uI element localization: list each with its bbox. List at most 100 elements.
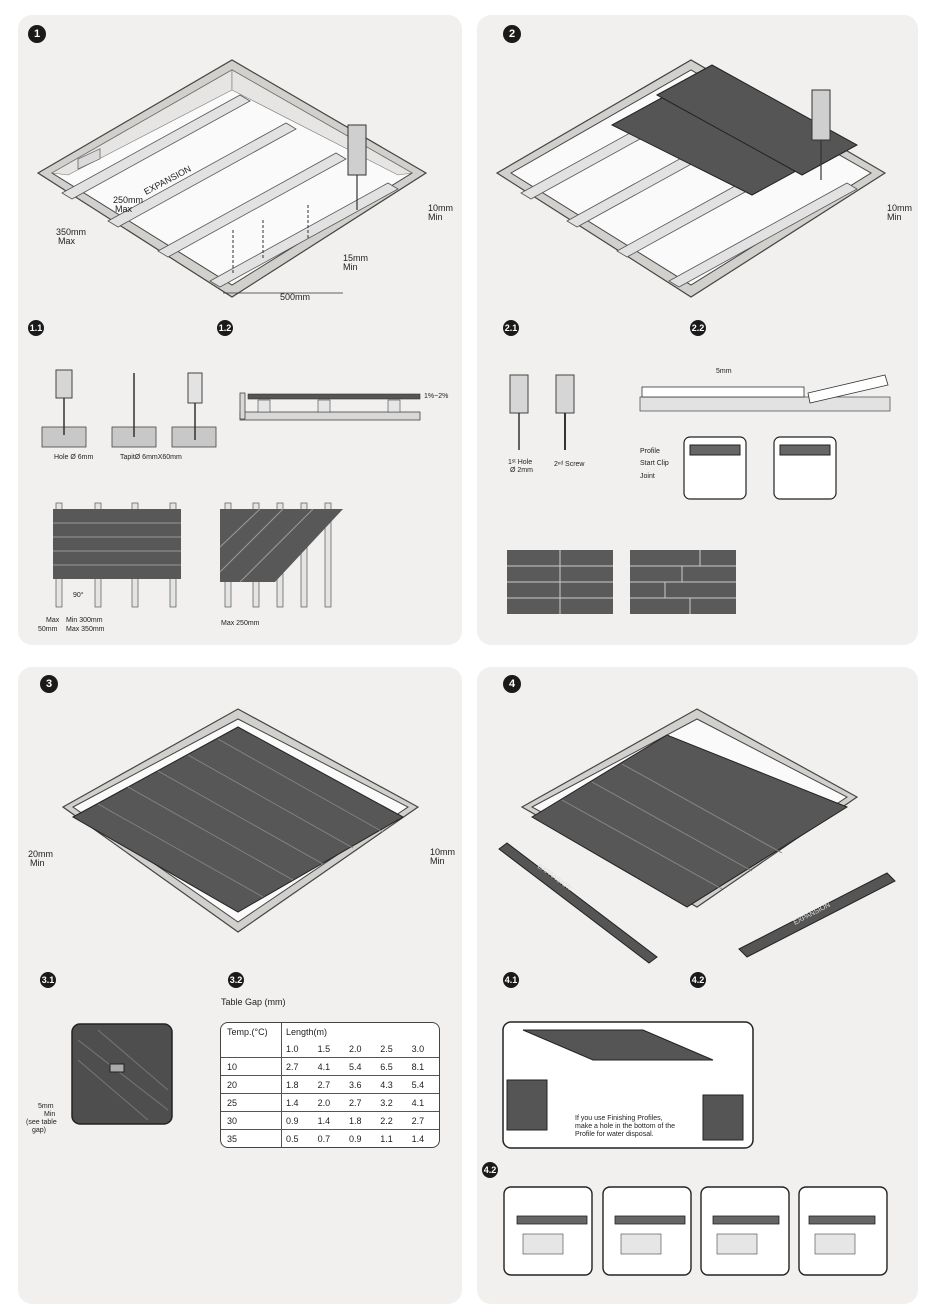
length-col: 2.5 (380, 1043, 393, 1054)
label-second-screw: 2ⁿᵈ Screw (554, 461, 585, 468)
step-badge-3: 3 (40, 675, 58, 693)
label-10mm-2: 10mm (887, 203, 912, 213)
step21-diagram: 1ˢᵗ Hole Ø 2mm 2ⁿᵈ Screw (508, 374, 585, 474)
length-col: 3.0 (411, 1043, 425, 1054)
table-cell: 1.4 (281, 1093, 314, 1112)
step-badge-2-2: 2.2 (690, 320, 706, 336)
step41-diagram: If you use Finishing Profiles, make a ho… (502, 1021, 754, 1149)
label-hole-2mm: Ø 2mm (510, 467, 533, 474)
table-cell: 2.7 (407, 1111, 439, 1130)
length-col: 2.0 (348, 1043, 362, 1054)
step1-diagram: 250mm Max EXPANSION 350mm Max 10mm Min 1… (36, 59, 453, 302)
table-cell: 1.1 (376, 1129, 408, 1147)
step2-diagram: 10mm Min (495, 59, 912, 298)
step12-diagram: 1%~2% (239, 392, 448, 421)
label-max250: Max 250mm (221, 620, 260, 627)
step-badge-2: 2 (503, 25, 521, 43)
label-10mm: 10mm (428, 203, 453, 213)
table-cell: 1.8 (344, 1111, 377, 1130)
label-max350: Max 350mm (66, 626, 105, 633)
label-start-clip: Start Clip (640, 460, 669, 467)
label-joint: Joint (640, 473, 655, 480)
step-badge-2-1: 2.1 (503, 320, 519, 336)
table-cell: 6.5 (376, 1057, 408, 1076)
label-350mm-max: Max (58, 236, 76, 246)
label-gap: gap) (32, 1127, 46, 1134)
table-cell: 2.2 (376, 1111, 408, 1130)
table-cell: 4.1 (407, 1093, 439, 1112)
label-profile: Profile (640, 448, 660, 455)
row-temp: 25 (221, 1093, 282, 1112)
label-min300: Min 300mm (66, 617, 103, 624)
step-badge-4-1: 4.1 (503, 972, 519, 988)
label-slope: 1%~2% (424, 393, 448, 400)
table-cell: 1.4 (313, 1111, 345, 1130)
step42-diagram (503, 1186, 888, 1276)
table-cell: 2.7 (344, 1093, 377, 1112)
table-cell: 8.1 (407, 1057, 439, 1076)
table-cell: 0.7 (313, 1129, 345, 1147)
label-20mm-min: Min (30, 858, 45, 868)
length-col: 1.5 (317, 1043, 331, 1054)
label-hole-6mm: Hole Ø 6mm (54, 454, 93, 461)
label-see-table: (see table (26, 1119, 57, 1126)
label-5mm-3: 5mm (38, 1103, 54, 1110)
layout-diagonal: Max 250mm (219, 502, 343, 627)
label-max50: Max (46, 617, 60, 624)
step11-diagram: Hole Ø 6mm TapitØ 6mmX60mm (41, 369, 217, 461)
table-row: 30 0.9 1.4 1.8 2.2 2.7 (221, 1111, 439, 1130)
row-temp: 30 (221, 1111, 282, 1130)
step22-diagram: 5mm Profile Start Clip Joint (639, 368, 891, 500)
table-cell: 3.6 (344, 1075, 377, 1094)
label-20mm: 20mm (28, 849, 53, 859)
step-badge-1: 1 (28, 25, 46, 43)
row-temp: 35 (221, 1129, 282, 1147)
label-max50-value: 50mm (38, 626, 58, 633)
step-badge-4: 4 (503, 675, 521, 693)
label-10mm-3: 10mm (430, 847, 455, 857)
step3-diagram: 20mm Min 10mm Min (28, 708, 455, 933)
label-5mm: 5mm (716, 368, 732, 375)
table-row: 35 0.5 0.7 0.9 1.1 1.4 (221, 1129, 439, 1147)
step-badge-1-1: 1.1 (28, 320, 44, 336)
table-cell: 2.7 (281, 1057, 314, 1076)
table-cell: 3.2 (376, 1093, 408, 1112)
step-badge-1-2: 1.2 (217, 320, 233, 336)
step-badge-4-2: 4.2 (690, 972, 706, 988)
label-angle-90: 90° (73, 591, 84, 599)
label-first-hole: 1ˢᵗ Hole (508, 459, 532, 466)
table-title: Table Gap (mm) (221, 997, 286, 1007)
label-10mm-min: Min (428, 212, 443, 222)
row-temp: 10 (221, 1057, 282, 1076)
table-cell: 4.1 (313, 1057, 345, 1076)
length-col: 1.0 (286, 1043, 299, 1054)
label-500mm: 500mm (280, 292, 310, 302)
board-pattern-staggered (630, 550, 736, 614)
label-5mm-min: Min (44, 1111, 55, 1118)
table-cell: 1.4 (407, 1129, 439, 1147)
step-badge-3-2: 3.2 (228, 972, 244, 988)
table-row: 20 1.8 2.7 3.6 4.3 5.4 (221, 1075, 439, 1094)
step-badge-4-2b: 4.2 (482, 1162, 498, 1178)
table-cell: 5.4 (407, 1075, 439, 1094)
step4-diagram: EXPANSION EXPANSION (498, 708, 896, 964)
step-badge-3-1: 3.1 (40, 972, 56, 988)
table-cell: 2.7 (313, 1075, 345, 1094)
label-10mm-min-3: Min (430, 856, 445, 866)
label-250mm: 250mm (113, 195, 143, 205)
table-cell: 2.0 (313, 1093, 345, 1112)
table-cell: 4.3 (376, 1075, 408, 1094)
label-note-1: If you use Finishing Profiles, (575, 1115, 663, 1122)
label-15mm: 15mm (343, 253, 368, 263)
label-350mm: 350mm (56, 227, 86, 237)
gap-table: Temp.(°C) Length(m) 1.0 1.5 2.0 2.5 3.0 … (220, 1022, 440, 1148)
board-pattern-aligned (507, 550, 613, 614)
table-cell: 0.9 (281, 1111, 314, 1130)
table-row: 25 1.4 2.0 2.7 3.2 4.1 (221, 1093, 439, 1112)
label-10mm-min-2: Min (887, 212, 902, 222)
label-note-3: Profile for water disposal. (575, 1131, 654, 1138)
label-note-2: make a hole in the bottom of the (575, 1123, 675, 1130)
table-cell: 5.4 (344, 1057, 377, 1076)
table-cell: 1.8 (281, 1075, 314, 1094)
table-header-length: Length(m) (286, 1026, 328, 1037)
